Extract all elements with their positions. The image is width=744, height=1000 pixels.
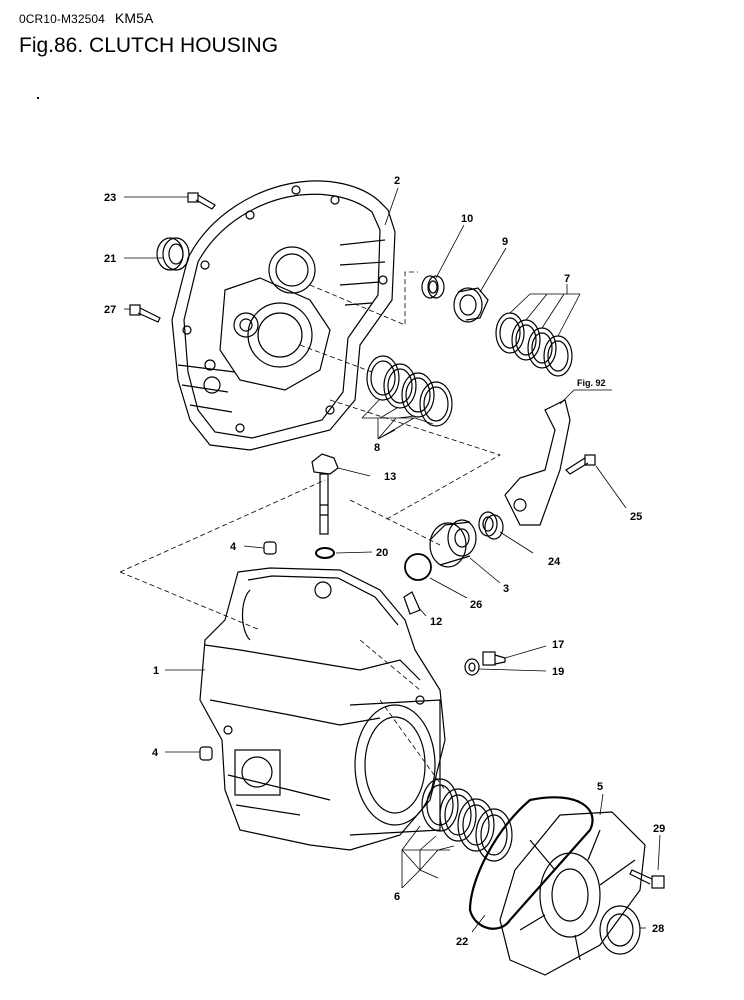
part-label-9: 10 — [461, 213, 473, 225]
leader-lines — [124, 187, 661, 933]
part-label-12: 12 — [430, 616, 442, 628]
part-label-29: 29 — [653, 823, 665, 835]
part-label-28: 27 — [104, 304, 116, 316]
part-label-24: 24 — [548, 556, 561, 568]
part-label-22: 22 — [456, 936, 468, 948]
figure-reference: Fig. 92 — [577, 378, 606, 388]
part-label-10: 6 — [394, 891, 400, 903]
shims-10-drawing — [421, 778, 513, 862]
shims-6-drawing — [495, 312, 573, 377]
part-label-17: 17 — [552, 639, 564, 651]
part-label-23: 21 — [104, 253, 116, 265]
part-label-3: 3 — [503, 583, 509, 595]
o-ring-22-drawing — [468, 796, 594, 930]
bolt-17-drawing — [482, 651, 506, 666]
bolt-28-drawing — [129, 304, 161, 323]
front-housing-drawing — [171, 180, 396, 451]
dipstick-13-drawing — [311, 453, 339, 535]
guide-lines — [119, 271, 501, 791]
part-label-25: 28 — [652, 923, 664, 935]
seal-23-drawing — [156, 237, 190, 271]
part-label-4-top: 4 — [230, 541, 237, 553]
o-ring-20-drawing — [315, 547, 335, 559]
o-ring-21-drawing — [404, 553, 432, 581]
release-bearing-3-drawing — [429, 519, 477, 568]
bolt-27-drawing — [187, 192, 216, 210]
part-label-27: 23 — [104, 192, 116, 204]
bolt-26-drawing — [565, 454, 596, 475]
part-label-26: 25 — [630, 511, 642, 523]
part-label-4-bottom: 4 — [152, 747, 159, 759]
shims-7-drawing — [366, 355, 453, 427]
part-labels: 23 21 27 2 10 9 7 8 Fig. 92 25 24 3 13 2… — [104, 175, 665, 948]
bushing-9-drawing — [421, 275, 445, 299]
washer-19-drawing — [464, 658, 480, 676]
collar-24-drawing — [478, 511, 504, 540]
document-code: 0CR10-M32504 KM5A — [19, 10, 153, 26]
figure-title: Fig.86. CLUTCH HOUSING — [19, 34, 279, 57]
bolt-29-drawing — [629, 869, 665, 889]
model-name: KM5A — [114, 10, 154, 26]
bearing-8-drawing — [453, 287, 489, 323]
part-label-13: 13 — [384, 471, 396, 483]
part-label-2: 2 — [394, 175, 400, 187]
plate-12-drawing — [403, 591, 421, 615]
document-number: 0CR10-M32504 — [19, 12, 105, 26]
part-label-19: 19 — [552, 666, 564, 678]
part-label-6: 7 — [564, 273, 570, 285]
clutch-housing-drawing — [199, 567, 446, 851]
stray-dot — [37, 97, 39, 99]
part-label-8: 9 — [502, 236, 508, 248]
part-label-21: 26 — [470, 599, 482, 611]
part-label-20: 20 — [376, 547, 388, 559]
part-label-5: 5 — [597, 781, 603, 793]
plugs-4-drawing — [199, 541, 277, 761]
release-lever-drawing — [504, 399, 571, 526]
part-label-7: 8 — [374, 442, 380, 454]
cover-5-drawing — [499, 811, 646, 976]
seal-25-drawing — [599, 905, 641, 955]
part-label-1: 1 — [153, 665, 159, 677]
